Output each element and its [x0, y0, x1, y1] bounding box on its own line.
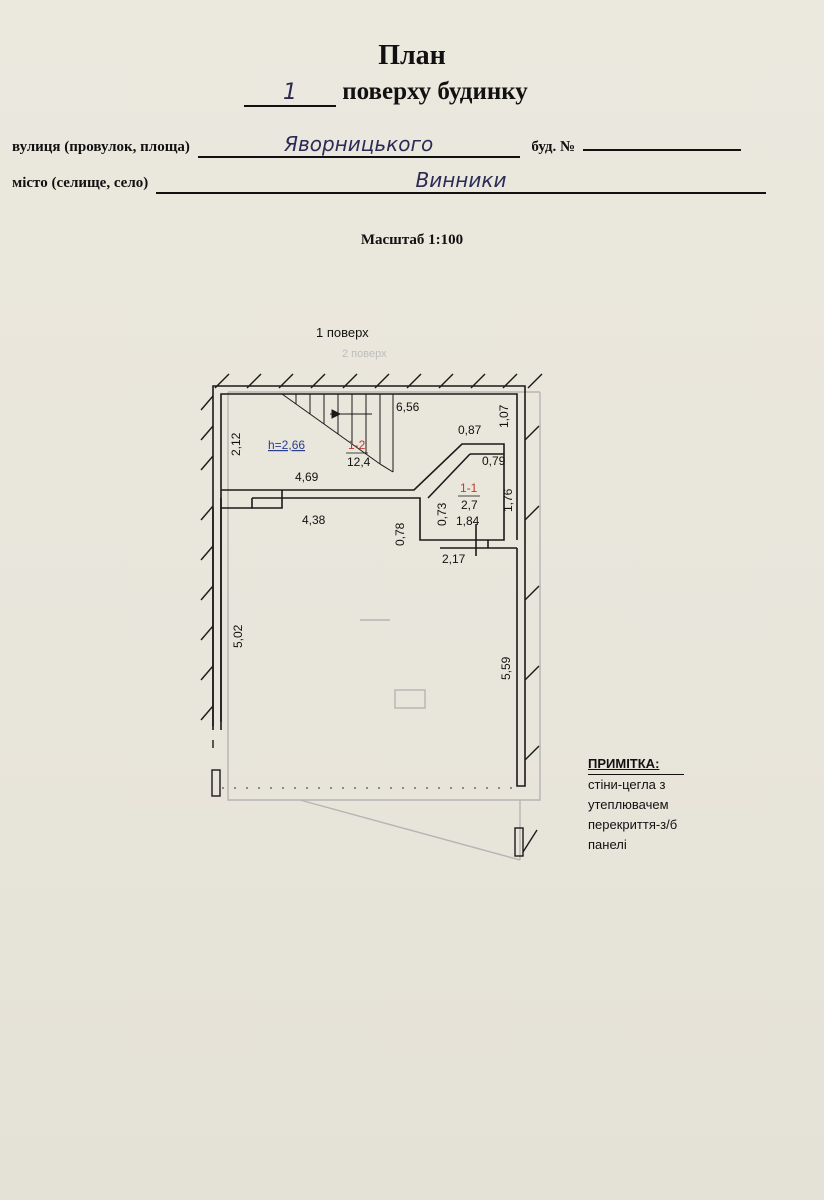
floor-number-field: 1: [244, 80, 336, 107]
dim-0-78: 0,78: [393, 522, 407, 546]
page-subtitle: 1 поверху будинку: [244, 78, 528, 107]
street-row: вулиця (провулок, площа) Яворницького бу…: [12, 132, 741, 158]
room-1-1-id: 1-1: [460, 481, 478, 495]
dim-2-12: 2,12: [229, 432, 243, 456]
page-title: План: [378, 40, 446, 71]
dim-6-56: 6,56: [396, 400, 420, 414]
building-field: [582, 149, 741, 151]
dim-1-76: 1,76: [501, 488, 515, 512]
ghost-floor-label: 2 поверх: [342, 348, 387, 360]
floor-label: 1 поверх: [316, 325, 369, 340]
city-field: Винники: [156, 168, 766, 194]
room-1-2-id: 1-2: [348, 438, 366, 452]
note-line-1: стіни-цегла з: [588, 774, 684, 795]
room-1-2-area: 12,4: [347, 455, 371, 469]
note-heading: ПРИМІТКА:: [588, 756, 660, 771]
ceiling-height: h=2,66: [268, 438, 305, 452]
dim-0-87: 0,87: [458, 423, 482, 437]
city-label: місто (селище, село): [12, 175, 149, 191]
dim-4-38: 4,38: [302, 513, 326, 527]
hatch-marks: [200, 373, 543, 853]
note-line-3: перекриття-з/б: [588, 817, 678, 832]
stairs: [281, 393, 394, 473]
dim-0-79: 0,79: [482, 454, 506, 468]
scale-label: Масштаб 1:100: [360, 232, 464, 248]
dim-5-59: 5,59: [499, 656, 513, 680]
street-value: Яворницького: [284, 132, 434, 156]
dim-1-84: 1,84: [456, 514, 480, 528]
dimension-labels: 6,56 1,07 0,87 2,12 0,79 4,69 1,76 0,73 …: [229, 400, 515, 680]
note-block: ПРИМІТКА: стіни-цегла з утеплювачем пере…: [588, 754, 684, 855]
room-1-1-area: 2,7: [461, 498, 478, 512]
dim-5-02: 5,02: [231, 624, 245, 648]
city-value: Винники: [415, 168, 507, 192]
street-field: Яворницького: [197, 132, 520, 158]
dim-1-07: 1,07: [497, 404, 511, 428]
subtitle-text: поверху будинку: [342, 78, 528, 105]
note-line-2: утеплювачем: [588, 797, 669, 812]
dim-2-17: 2,17: [442, 552, 466, 566]
building-label: буд. №: [531, 139, 576, 155]
wall-ends: [211, 740, 524, 857]
walls: [212, 385, 526, 787]
note-line-4: панелі: [588, 837, 627, 852]
dim-4-69: 4,69: [295, 470, 319, 484]
ghost-second-floor-outline: [227, 391, 541, 861]
dim-0-73: 0,73: [435, 502, 449, 526]
city-row: місто (селище, село) Винники: [12, 168, 766, 194]
street-label: вулиця (провулок, площа): [12, 139, 190, 155]
